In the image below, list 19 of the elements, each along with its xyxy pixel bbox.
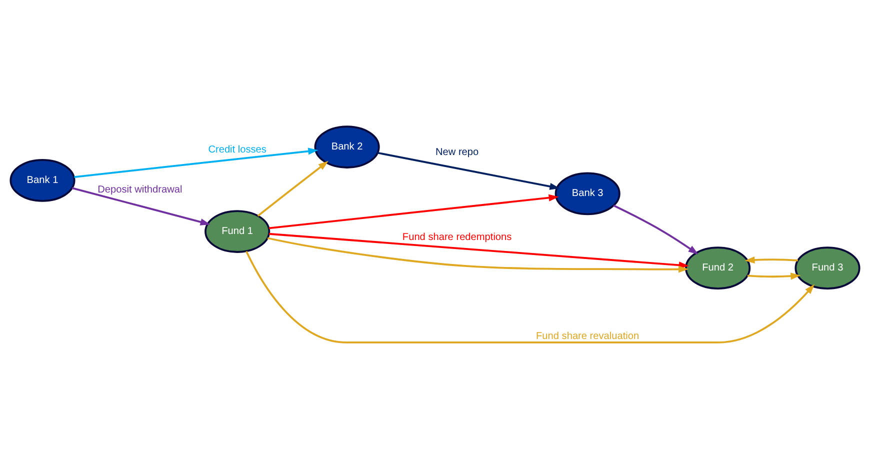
arrow <box>613 204 698 254</box>
edge-label: New repo <box>436 146 479 158</box>
node-ellipse: Fund 1 <box>204 210 270 252</box>
arrow <box>74 147 318 178</box>
edge-label: Fund share redemptions <box>402 232 512 243</box>
edge-label: Fund share revaluation <box>536 330 640 342</box>
node-ellipse: Fund 3 <box>794 246 860 290</box>
node-ellipse: Bank 1 <box>10 158 76 202</box>
edge-label: Credit losses <box>208 144 266 156</box>
arrow <box>747 272 801 280</box>
arrow <box>268 194 559 229</box>
node-ellipse: Bank 2 <box>314 125 380 168</box>
arrow <box>257 160 328 216</box>
node-ellipse: Bank 3 <box>554 172 620 215</box>
arrow <box>72 186 210 225</box>
arrow <box>246 250 815 343</box>
arrow <box>378 151 560 190</box>
edge-label: Deposit withdrawal <box>98 184 182 195</box>
arrow <box>744 256 798 264</box>
